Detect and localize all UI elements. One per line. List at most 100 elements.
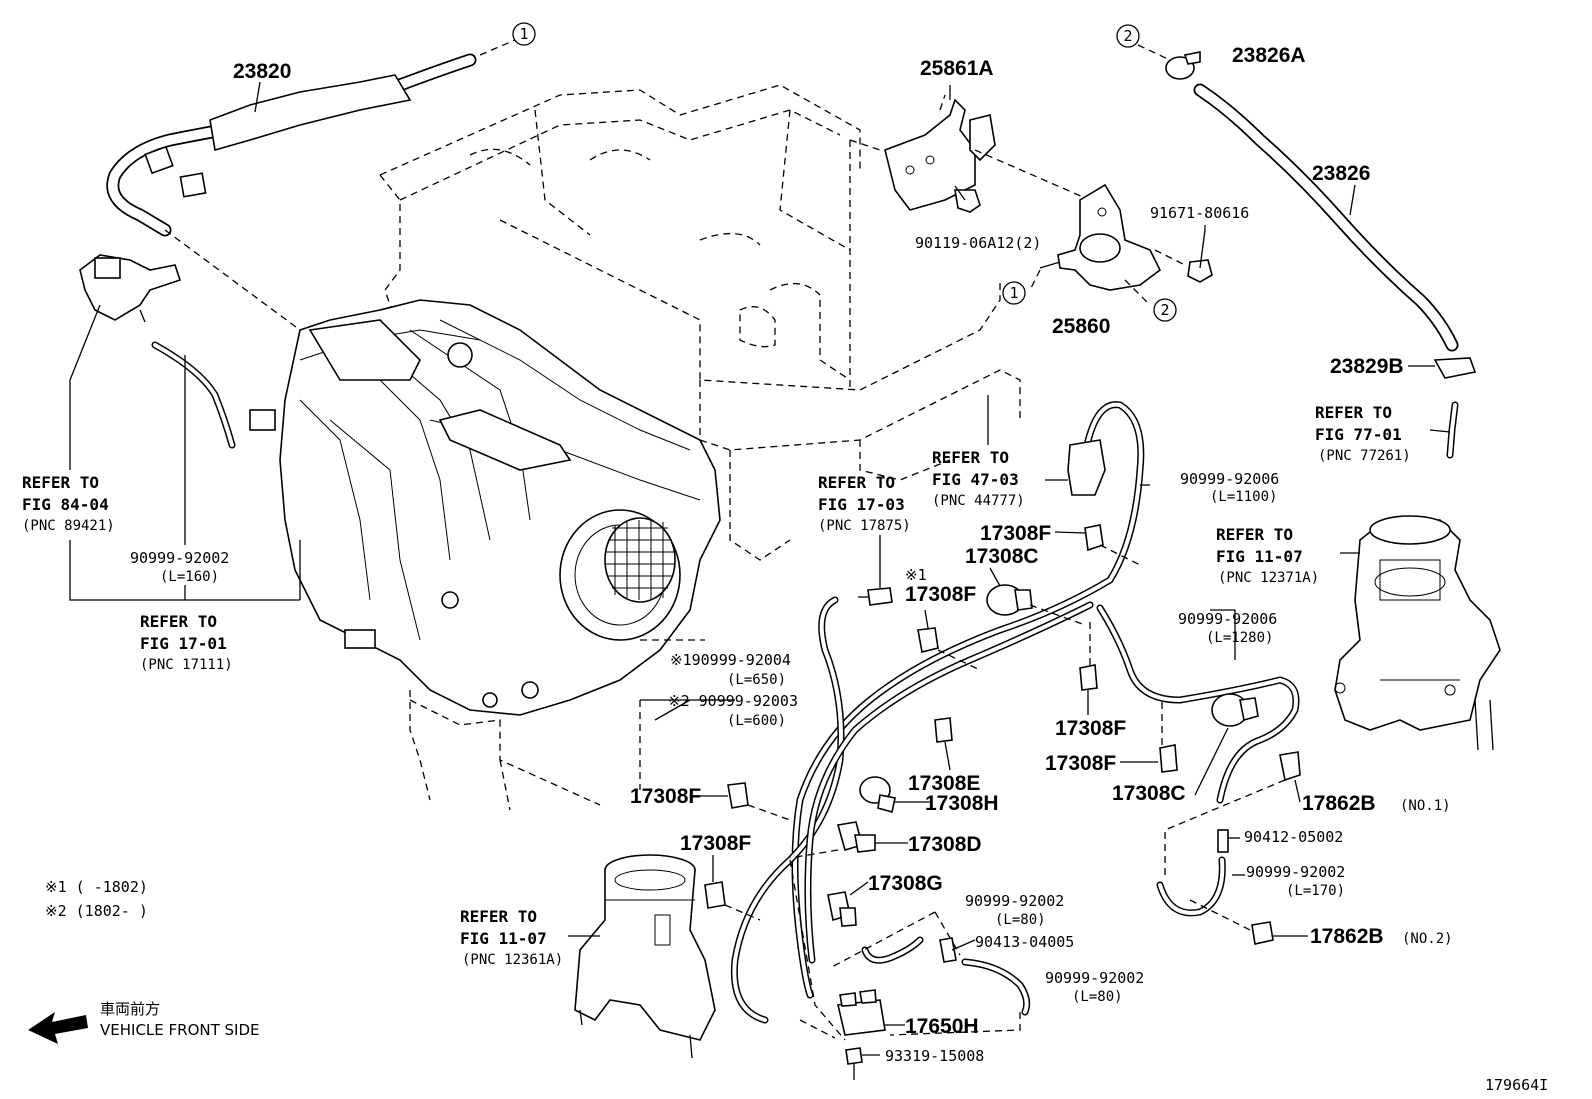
ref-17-03-l1: REFER TO xyxy=(818,473,895,492)
label-17308F-a: 17308F xyxy=(980,522,1051,545)
ref-17-01-l2: FIG 17-01 xyxy=(140,634,227,653)
label-23829B: 23829B xyxy=(1330,355,1404,378)
label-25860: 25860 xyxy=(1052,315,1110,338)
ref-84-04-l1: REFER TO xyxy=(22,473,99,492)
ref-11-07a-l3: (PNC 12371A) xyxy=(1218,570,1319,586)
label-90999-92002-b-len: (L=170) xyxy=(1286,883,1345,899)
engine-mount-12361A xyxy=(568,854,716,1059)
label-90999-92002-a-len: (L=160) xyxy=(160,569,219,585)
label-17308E: 17308E xyxy=(908,772,980,795)
label-17650H: 17650H xyxy=(905,1015,979,1038)
label-17308C-a: 17308C xyxy=(965,545,1039,568)
notes: ※1 ( -1802) ※2 (1802- ) xyxy=(45,878,148,920)
label-90999-92006-b-len: (L=1280) xyxy=(1206,630,1273,646)
sensor-89421 xyxy=(79,229,301,331)
fittings xyxy=(639,439,1308,1080)
label-90412-05002: 90412-05002 xyxy=(1244,828,1343,846)
figure-id: 179664I xyxy=(1485,1076,1548,1094)
ref-77-01-l3: (PNC 77261) xyxy=(1318,448,1411,464)
ref-11-07a-l1: REFER TO xyxy=(1216,525,1293,544)
label-90999-92003: ※2 90999-92003 xyxy=(668,692,798,710)
ref-17-03-l2: FIG 17-03 xyxy=(818,495,905,514)
callout-1-mid: 1 xyxy=(1002,281,1026,305)
engine-outline xyxy=(379,84,1021,811)
label-mark1: ※1 xyxy=(905,566,927,584)
ref-84-04-l2: FIG 84-04 xyxy=(22,495,109,514)
label-23826A: 23826A xyxy=(1232,44,1306,67)
refer-blocks: REFER TO FIG 84-04 (PNC 89421) REFER TO … xyxy=(22,403,1411,968)
callout-1-top: 1 xyxy=(512,22,536,46)
ref-11-07b-l2: FIG 11-07 xyxy=(460,929,547,948)
label-17308H: 17308H xyxy=(925,792,999,815)
ref-11-07b-l3: (PNC 12361A) xyxy=(462,952,563,968)
ref-47-03-l3: (PNC 44777) xyxy=(932,493,1025,509)
svg-text:1: 1 xyxy=(519,25,528,43)
vsv-25860 xyxy=(1029,183,1186,306)
leader-lines xyxy=(69,81,1356,721)
label-90999-92002-c: 90999-92002 xyxy=(965,892,1064,910)
ref-77-01-l2: FIG 77-01 xyxy=(1315,425,1402,444)
ref-17-03-l3: (PNC 17875) xyxy=(818,518,911,534)
intake-manifold xyxy=(249,299,721,716)
label-17862B-2-note: (NO.2) xyxy=(1402,931,1453,947)
label-17308F-d: 17308F xyxy=(1045,752,1116,775)
front-label-en: VEHICLE FRONT SIDE xyxy=(100,1021,260,1039)
label-90999-92006-a-len: (L=1100) xyxy=(1210,489,1277,505)
label-90999-92002-d-len: (L=80) xyxy=(1072,989,1123,1005)
ref-47-03-l2: FIG 47-03 xyxy=(932,470,1019,489)
label-17308F-e: 17308F xyxy=(630,785,701,808)
label-17308F-f: 17308F xyxy=(680,832,751,855)
throttle-screen xyxy=(606,520,674,600)
clamp-23826A xyxy=(1137,44,1201,80)
label-17862B-2: 17862B xyxy=(1310,925,1384,948)
pipe-77261 xyxy=(1429,401,1459,459)
bracket-25861A xyxy=(849,94,1091,390)
svg-text:2: 2 xyxy=(1160,301,1169,319)
part-labels: 23820 25861A 23826A 23826 91671-80616 90… xyxy=(130,44,1453,1065)
label-17862B-1-note: (NO.1) xyxy=(1400,798,1451,814)
label-90999-92004-len: (L=650) xyxy=(727,672,786,688)
label-90999-92004: ※190999-92004 xyxy=(670,651,791,669)
ref-11-07b-l1: REFER TO xyxy=(460,907,537,926)
label-17308C-b: 17308C xyxy=(1112,782,1186,805)
label-93319-15008: 93319-15008 xyxy=(885,1047,984,1065)
label-23826: 23826 xyxy=(1312,162,1370,185)
front-arrow-icon xyxy=(28,1012,88,1044)
label-17862B-1: 17862B xyxy=(1302,792,1376,815)
note-2: ※2 (1802- ) xyxy=(45,902,148,920)
label-17308G: 17308G xyxy=(868,872,943,895)
label-90999-92003-len: (L=600) xyxy=(727,713,786,729)
ref-77-01-l1: REFER TO xyxy=(1315,403,1392,422)
ref-11-07a-l2: FIG 11-07 xyxy=(1216,547,1303,566)
label-25861A: 25861A xyxy=(920,57,994,80)
engine-mount-12371A xyxy=(1334,515,1501,751)
label-23820: 23820 xyxy=(233,60,291,83)
label-91671-80616: 91671-80616 xyxy=(1150,204,1249,222)
hose-90999-92002-L160 xyxy=(151,341,236,449)
front-label-jp: 車両前方 xyxy=(100,1000,160,1018)
bolt-90119 xyxy=(954,185,981,213)
label-90999-92002-a: 90999-92002 xyxy=(130,549,229,567)
label-90999-92002-d: 90999-92002 xyxy=(1045,969,1144,987)
label-17308D: 17308D xyxy=(908,833,982,856)
ref-47-03-l1: REFER TO xyxy=(932,448,1009,467)
vacuum-tubes xyxy=(730,401,1300,1024)
ref-17-01-l3: (PNC 17111) xyxy=(140,657,233,673)
callout-2-top: 2 xyxy=(1116,24,1140,48)
note-1: ※1 ( -1802) xyxy=(45,878,148,896)
ref-84-04-l3: (PNC 89421) xyxy=(22,518,115,534)
label-17308F-c: 17308F xyxy=(1055,717,1126,740)
label-90999-92006-a: 90999-92006 xyxy=(1180,470,1279,488)
bolt-91671 xyxy=(1187,229,1213,283)
hose-23820 xyxy=(106,39,516,237)
label-90413-04005: 90413-04005 xyxy=(975,933,1074,951)
label-90119: 90119-06A12(2) xyxy=(915,234,1041,252)
clamp-23829B xyxy=(1408,357,1477,379)
label-90999-92002-b: 90999-92002 xyxy=(1246,863,1345,881)
callout-2-mid: 2 xyxy=(1153,298,1177,322)
label-90999-92002-c-len: (L=80) xyxy=(995,912,1046,928)
ref-17-01-l1: REFER TO xyxy=(140,612,217,631)
hose-23826 xyxy=(1193,83,1459,352)
svg-text:2: 2 xyxy=(1123,27,1132,45)
